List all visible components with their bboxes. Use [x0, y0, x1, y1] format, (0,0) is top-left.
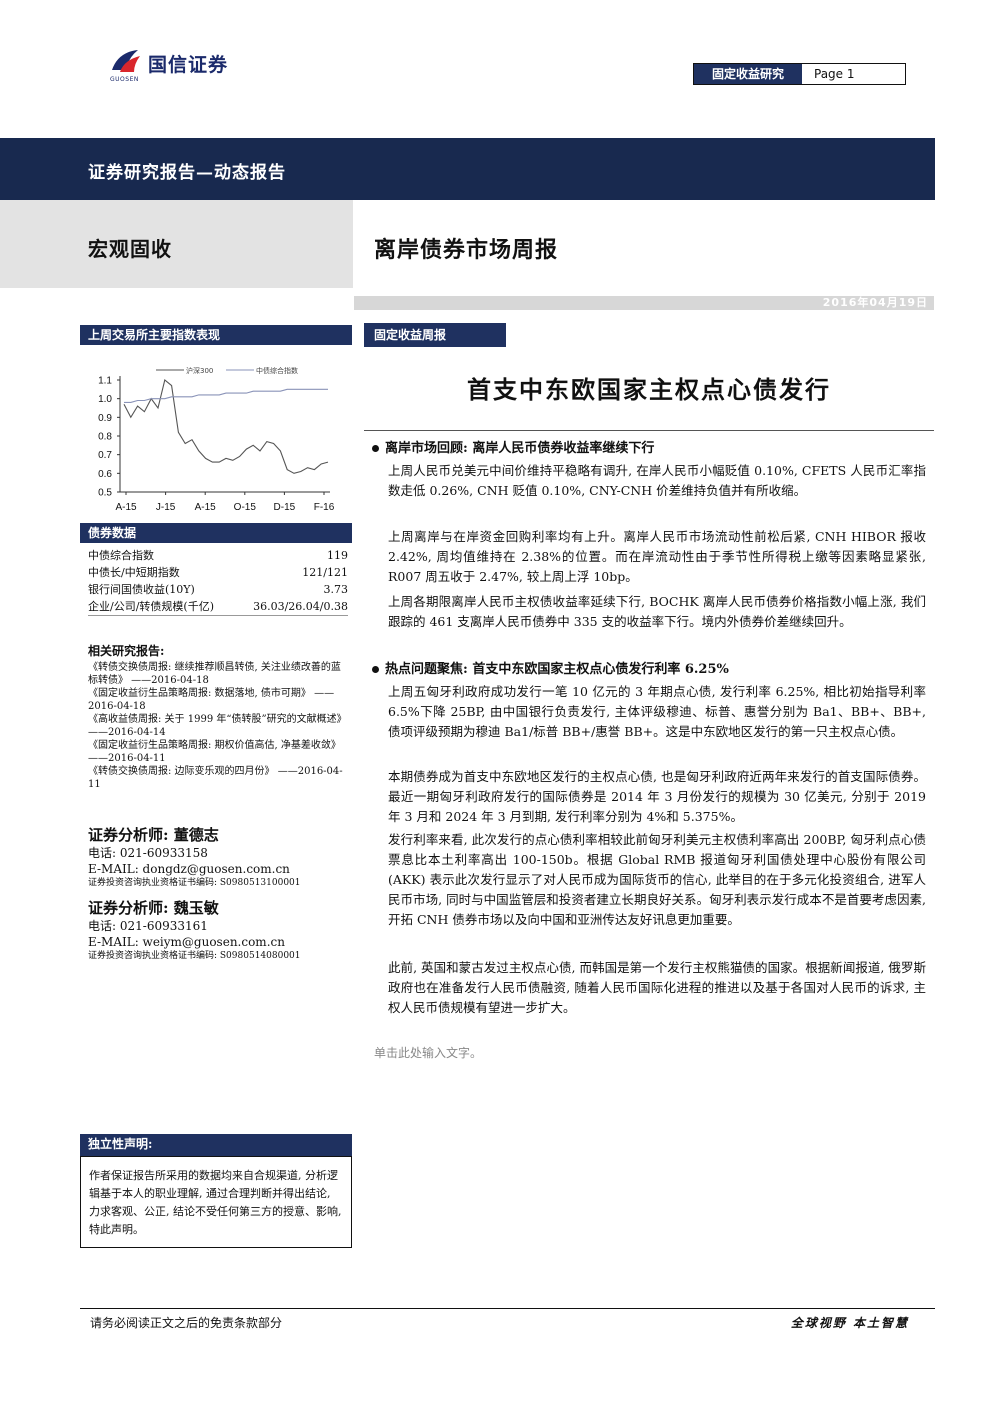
- y-tick-label: 0.5: [98, 488, 112, 499]
- report-date: 2016年04月19日: [822, 296, 928, 309]
- bond-row: 企业/公司/转债规模(千亿) 36.03/26.04/0.38: [88, 598, 348, 615]
- report-tag: 固定收益周报: [364, 323, 506, 347]
- paragraph: 上周离岸与在岸资金回购利率均有上升。离岸人民币市场流动性前松后紧, CNH HI…: [388, 529, 926, 584]
- main-title: 首支中东欧国家主权点心债发行: [467, 375, 831, 404]
- report-type-banner: 证券研究报告—动态报告: [0, 138, 935, 200]
- page-number: Page 1: [814, 67, 855, 81]
- bond-section-title: 债券数据: [80, 523, 352, 543]
- analyst-phone: 电话: 021-60933158: [88, 846, 208, 860]
- bond-data-table: 中债综合指数 119 中债长/中短期指数 121/121 银行间国债收益(10Y…: [88, 547, 348, 616]
- x-tick-label: A-15: [195, 502, 217, 513]
- bond-row-label: 银行间国债收益(10Y): [88, 583, 195, 596]
- bond-row: 银行间国债收益(10Y) 3.73: [88, 581, 348, 598]
- related-reports-title: 相关研究报告:: [88, 644, 165, 658]
- related-report-item[interactable]: 《固定收益衍生品策略周报: 数据落地, 债市可期》 ——2016-04-18: [88, 688, 335, 712]
- y-tick-label: 0.9: [98, 413, 112, 424]
- bond-row-value: 121/121: [302, 566, 348, 579]
- subject-panel: 宏观固收: [0, 200, 353, 288]
- legend-label: 中债综合指数: [256, 366, 298, 375]
- analyst-phone: 电话: 021-60933161: [88, 919, 208, 933]
- related-report-item[interactable]: 《转债交换债周报: 继续推荐顺昌转债, 关注业绩改善的蓝标转债》 ——2016-…: [88, 662, 341, 686]
- x-tick-label: J-15: [156, 502, 176, 513]
- title-rule: [364, 430, 934, 431]
- date-bar: 2016年04月19日: [354, 296, 934, 310]
- report-series-title: 离岸债券市场周报: [374, 237, 559, 263]
- bond-row-label: 中债综合指数: [88, 549, 154, 562]
- x-tick-label: D-15: [274, 502, 296, 513]
- series-line: [123, 379, 329, 474]
- x-tick-label: A-15: [115, 502, 137, 513]
- series-line: [124, 388, 328, 403]
- y-tick-label: 0.6: [98, 469, 112, 480]
- analyst-block-1: 证券分析师: 董德志 电话: 021-60933158 E-MAIL: dong…: [88, 824, 350, 890]
- paragraph: 本期债券成为首支中东欧地区发行的主权点心债, 也是匈牙利政府近两年来发行的首支国…: [388, 769, 926, 824]
- bullet-icon: [372, 445, 379, 452]
- analyst-cert: 证券投资咨询执业资格证书编码: S0980514080001: [88, 951, 301, 961]
- paragraph: 上周人民币兑美元中间价维持平稳略有调升, 在岸人民币小幅贬值 0.10%, CF…: [388, 463, 926, 498]
- analyst-block-2: 证券分析师: 魏玉敏 电话: 021-60933161 E-MAIL: weiy…: [88, 897, 350, 963]
- y-tick-label: 1.0: [98, 394, 112, 405]
- bond-row-value: 36.03/26.04/0.38: [253, 600, 348, 613]
- analyst-name: 证券分析师: 魏玉敏: [88, 899, 219, 917]
- y-tick-label: 0.8: [98, 432, 112, 443]
- analyst-name: 证券分析师: 董德志: [88, 826, 219, 844]
- y-tick-label: 0.7: [98, 450, 112, 461]
- analyst-cert: 证券投资咨询执业资格证书编码: S0980513100001: [88, 878, 301, 888]
- x-tick-label: O-15: [234, 502, 257, 513]
- guosen-logo-icon: [112, 50, 140, 72]
- paragraph: 此前, 英国和蒙古发过主权点心债, 而韩国是第一个发行主权熊猫债的国家。根据新闻…: [388, 960, 926, 1015]
- statement-text: 作者保证报告所采用的数据均来自合规渠道, 分析逻辑基于本人的职业理解, 通过合理…: [80, 1156, 352, 1248]
- footer-slogan: 全球视野 本土智慧: [790, 1316, 909, 1330]
- footer-disclaimer: 请务必阅读正文之后的免责条款部分: [90, 1316, 283, 1330]
- logo-subtext: GUOSEN: [110, 76, 139, 83]
- section-heading: 离岸市场回顾: 离岸人民币债券收益率继续下行: [372, 437, 654, 456]
- logo-text: 国信证券: [148, 54, 229, 76]
- section-heading-text: 离岸市场回顾: 离岸人民币债券收益率继续下行: [385, 441, 655, 456]
- bond-row-label: 企业/公司/转债规模(千亿): [88, 600, 214, 613]
- header-category: 固定收益研究: [694, 64, 802, 84]
- bullet-icon: [372, 666, 379, 673]
- section-heading-text: 热点问题聚焦: 首支中东欧国家主权点心债发行利率 6.25%: [385, 662, 729, 677]
- paragraph: 上周各期限离岸人民币主权债收益率延续下行, BOCHK 离岸人民币债券价格指数小…: [388, 594, 926, 629]
- bond-row-label: 中债长/中短期指数: [88, 566, 180, 579]
- header-category-box: 固定收益研究 Page 1: [693, 63, 906, 85]
- related-report-item[interactable]: 《高收益债周报: 关于 1999 年“债转股”研究的文献概述》 ——2016-0…: [88, 714, 347, 738]
- y-tick-label: 1.1: [98, 376, 112, 387]
- bond-row: 中债综合指数 119: [88, 547, 348, 564]
- related-report-item[interactable]: 《固定收益衍生品策略周报: 期权价值高估, 净基差收敛》 ——2016-04-1…: [88, 740, 341, 764]
- guosen-logo: 国信证券 GUOSEN: [108, 46, 258, 86]
- footer-rule: [80, 1308, 935, 1309]
- related-report-item[interactable]: 《转债交换债周报: 边际变乐观的四月份》 ——2016-04-11: [88, 766, 343, 790]
- section-heading: 热点问题聚焦: 首支中东欧国家主权点心债发行利率 6.25%: [372, 658, 729, 677]
- bond-row-value: 119: [327, 549, 348, 562]
- x-tick-label: F-16: [314, 502, 335, 513]
- analyst-email[interactable]: E-MAIL: weiym@guosen.com.cn: [88, 935, 285, 949]
- legend-label: 沪深300: [186, 366, 213, 375]
- paragraph: 上周五匈牙利政府成功发行一笔 10 亿元的 3 年期点心债, 发行利率 6.25…: [388, 684, 926, 739]
- bond-row-value: 3.73: [323, 583, 349, 596]
- paragraph: 发行利率来看, 此次发行的点心债利率相较此前匈牙利美元主权债利率高出 200BP…: [388, 832, 926, 927]
- statement-title: 独立性声明:: [80, 1134, 352, 1156]
- index-section-title: 上周交易所主要指数表现: [80, 325, 352, 345]
- bond-row: 中债长/中短期指数 121/121: [88, 564, 348, 581]
- placeholder-text[interactable]: 单击此处输入文字。: [374, 1046, 483, 1060]
- analyst-email[interactable]: E-MAIL: dongdz@guosen.com.cn: [88, 862, 290, 876]
- report-type-title: 证券研究报告—动态报告: [88, 163, 286, 183]
- subject-title: 宏观固收: [88, 237, 172, 261]
- table-rule: [88, 615, 348, 616]
- related-reports: 相关研究报告: 《转债交换债周报: 继续推荐顺昌转债, 关注业绩改善的蓝标转债》…: [88, 642, 350, 791]
